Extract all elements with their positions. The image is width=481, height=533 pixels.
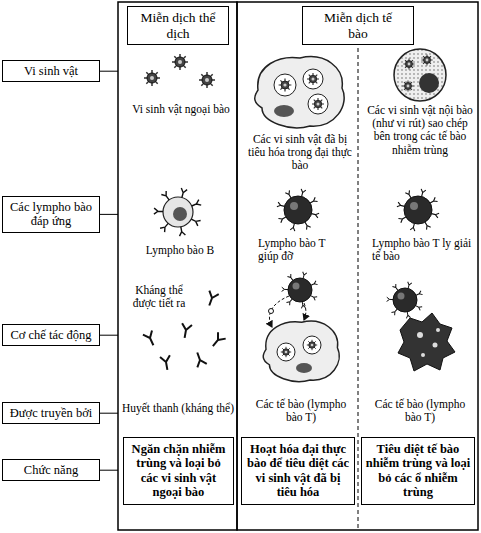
surface-receptor [309, 197, 318, 205]
row-header-text: Các lympho bào đáp ứng [5, 200, 97, 229]
surface-receptor [278, 215, 287, 223]
cell-label: Lympho bào B [130, 244, 230, 257]
row-leader [100, 335, 118, 336]
surface-receptor [410, 223, 416, 231]
row-header: Cơ chế tác động [2, 324, 100, 346]
row-header: Chức năng [2, 459, 100, 481]
row-header-text: Cơ chế tác động [5, 328, 97, 342]
surface-receptor [398, 215, 407, 223]
cytotoxic-killing [393, 288, 455, 371]
surface-receptor [191, 200, 202, 209]
surface-receptor [160, 221, 170, 232]
extracellular-microbes [144, 54, 215, 88]
row-leader [100, 413, 118, 414]
surface-receptor [423, 221, 431, 230]
function-box: Ngăn chặn nhiễm trùng và loại bỏ các vi … [123, 437, 234, 505]
column-header: Miễn dịch thể dịch [127, 6, 229, 45]
surface-receptor [178, 226, 186, 236]
surface-receptor [190, 216, 201, 226]
row-header-text: Vi sinh vật [5, 64, 97, 78]
column-header-text: Miễn dịch tế bào [319, 10, 397, 41]
helper-activation [263, 278, 339, 382]
surface-receptor [431, 211, 439, 217]
surface-receptor [277, 202, 285, 208]
row-leader [100, 470, 118, 471]
surface-receptor [429, 197, 438, 205]
row-header: Được truyền bởi [2, 402, 100, 424]
row-header: Vi sinh vật [2, 60, 100, 82]
surface-receptor [179, 188, 187, 198]
row-leader [100, 214, 118, 215]
cell-label: Lympho bào T ly giải tế bào [372, 237, 472, 263]
cell-label: Huyết thanh (kháng thể) [121, 402, 235, 415]
surface-receptor [397, 202, 405, 208]
surface-receptor [285, 190, 293, 199]
row-header: Các lympho bào đáp ứng [2, 196, 100, 233]
cell-label: Các tế bào (lympho bào T) [372, 398, 468, 424]
surface-receptor [282, 287, 288, 291]
function-box-text: Tiêu diệt tế bào nhiễm trùng và loại bỏ … [365, 442, 471, 500]
function-box: Tiêu diệt tế bào nhiễm trùng và loại bỏ … [361, 437, 475, 505]
surface-receptor [290, 223, 296, 231]
cell-label: Kháng thể được tiết ra [123, 284, 195, 310]
column-header-text: Miễn dịch thể dịch [139, 10, 217, 41]
column-header: Miễn dịch tế bào [302, 6, 414, 45]
column-panel [118, 2, 237, 530]
row-leaders [100, 71, 118, 470]
surface-receptor [311, 211, 319, 217]
row-header-text: Được truyền bởi [5, 406, 97, 420]
surface-receptor [387, 297, 393, 301]
cell-label: Các tế bào (lympho bào T) [253, 398, 349, 424]
cell-label: Vi sinh vật ngoại bào [125, 103, 237, 116]
infected-cell [394, 49, 446, 101]
surface-receptor [299, 189, 305, 197]
row-header-text: Chức năng [5, 463, 97, 477]
surface-receptor [405, 190, 413, 199]
surface-receptor [419, 189, 425, 197]
cell-label: Lympho bào T giúp đỡ [258, 237, 340, 263]
column-divider [358, 48, 359, 530]
surface-receptor [161, 191, 171, 202]
function-box-text: Ngăn chặn nhiễm trùng và loại bỏ các vi … [127, 442, 230, 500]
cell-label: Các vi sinh vật đã bị tiêu hóa trong đại… [245, 133, 355, 173]
surface-receptor [154, 208, 163, 214]
function-box: Hoạt hóa đại thực bào để tiêu diệt các v… [241, 437, 355, 505]
macrophage [255, 57, 344, 128]
column-panel [237, 2, 478, 530]
function-box-text: Hoạt hóa đại thực bào để tiêu diệt các v… [245, 442, 351, 500]
row-leader [100, 71, 118, 72]
surface-receptor [303, 221, 311, 230]
cell-label: Các vi sinh vật nội bào (như vi rút) sao… [364, 104, 476, 157]
